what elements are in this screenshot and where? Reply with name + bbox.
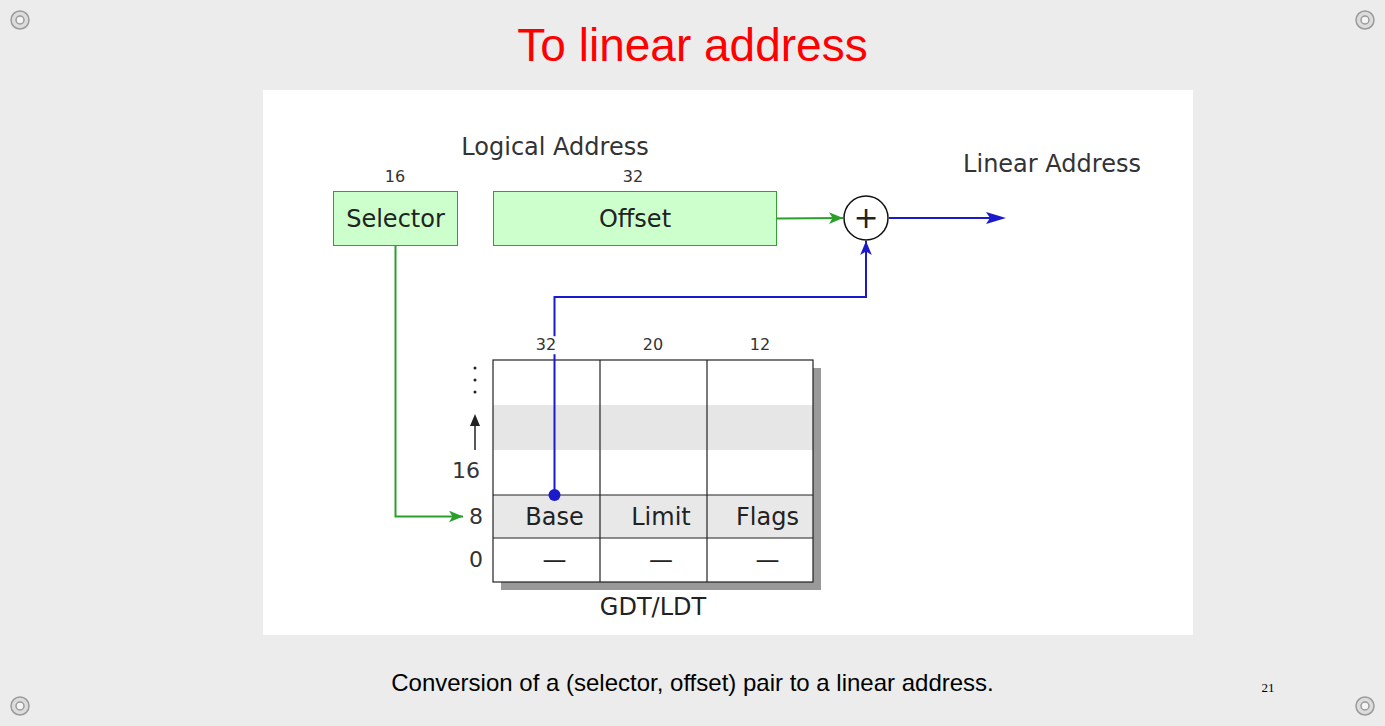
dot xyxy=(474,379,477,382)
bit-width: 32 xyxy=(533,336,559,354)
output-arrow xyxy=(889,212,1006,224)
connector-dot xyxy=(549,489,561,501)
dot xyxy=(474,367,477,370)
table-cell: Base xyxy=(493,495,616,538)
byte-offset: 8 xyxy=(469,505,483,529)
corner-pin xyxy=(1361,16,1369,24)
corner-pin xyxy=(16,16,24,24)
node-label: — xyxy=(493,546,616,574)
table-line xyxy=(706,360,707,582)
white-panel xyxy=(263,90,1193,635)
node-label: Flags xyxy=(706,503,829,531)
corner-pin xyxy=(11,697,29,715)
node-label: Selector xyxy=(346,205,445,233)
up-arrow-head xyxy=(470,414,480,426)
corner-pin xyxy=(1361,702,1369,710)
table-cell: — xyxy=(706,538,829,582)
table-heading: GDT/LDT xyxy=(493,593,813,621)
table-cell: — xyxy=(493,538,616,582)
dot xyxy=(474,391,477,394)
node-label: Limit xyxy=(600,503,722,531)
output-arrow-shaft xyxy=(889,217,990,219)
table-band xyxy=(493,405,813,450)
corner-pin xyxy=(16,702,24,710)
slide-caption: Conversion of a (selector, offset) pair … xyxy=(0,668,1385,698)
table-cell: — xyxy=(600,538,722,582)
node-label: Base xyxy=(493,503,616,531)
corner-pins xyxy=(11,11,1374,715)
connector xyxy=(777,218,843,220)
page-number: 21 xyxy=(1262,681,1275,695)
node-label: + xyxy=(853,203,878,233)
corner-pin xyxy=(11,11,29,29)
group-heading: Logical Address xyxy=(461,134,648,160)
bit-width: 12 xyxy=(750,336,770,354)
table-line xyxy=(599,360,600,582)
table-line xyxy=(493,537,813,538)
connector xyxy=(549,241,867,501)
node-label: — xyxy=(600,546,722,574)
node-label: Offset xyxy=(599,205,671,233)
corner-pin xyxy=(1356,697,1374,715)
node-label: — xyxy=(706,546,829,574)
adder-circle: + xyxy=(843,195,889,241)
group-heading: Linear Address xyxy=(963,151,1141,177)
table-line xyxy=(493,494,813,495)
bit-width: 32 xyxy=(623,168,643,186)
adder-circle-outline xyxy=(844,196,888,240)
bit-width: 20 xyxy=(643,336,663,354)
descriptor-table: GDT/LDTBaseLimitFlags——— xyxy=(493,360,813,582)
byte-offset: 16 xyxy=(452,459,480,483)
up-arrow-shaft xyxy=(474,424,476,450)
corner-pin xyxy=(1356,11,1374,29)
byte-offset: 0 xyxy=(469,548,483,572)
table-cell: Flags xyxy=(706,495,829,538)
up-arrow xyxy=(470,414,480,450)
output-arrow-head xyxy=(986,212,1006,224)
vertical-dots xyxy=(474,367,477,394)
bit-width: 16 xyxy=(385,168,405,186)
connector-line xyxy=(555,241,867,495)
offset-box: Offset xyxy=(493,191,777,246)
table-cell: Limit xyxy=(600,495,722,538)
slide-title: To linear address xyxy=(0,18,1385,72)
connector-line xyxy=(777,217,843,220)
selector-box: Selector xyxy=(333,191,458,246)
